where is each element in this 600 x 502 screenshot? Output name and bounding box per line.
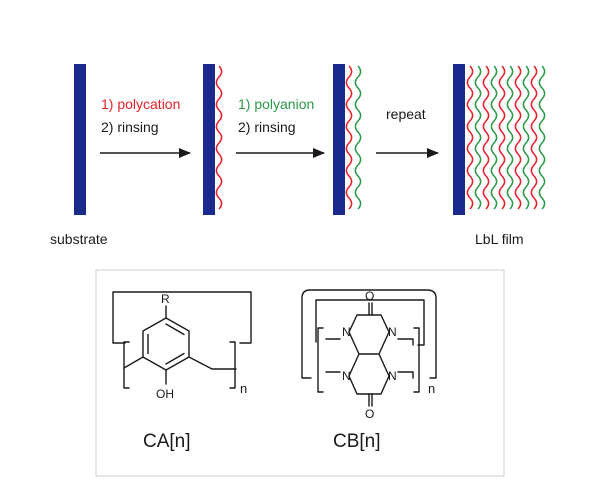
polycation-chain <box>482 65 490 210</box>
calixarene-methylene-left <box>123 356 144 369</box>
step-repeat: repeat <box>376 106 439 158</box>
polycation-chain <box>514 65 522 210</box>
substrate-bar <box>333 64 345 215</box>
cucurbituril-bottom-urea-ring <box>348 375 390 395</box>
structures-panel-frame <box>95 269 505 477</box>
calixarene-benzene-ring <box>142 317 190 371</box>
calixarene-right-bracket <box>229 341 236 389</box>
cucurbituril-left-bracket <box>317 327 324 393</box>
polyanion-chain <box>490 65 498 210</box>
structures-panel: R OH n CA[n] O O N N N <box>95 269 505 477</box>
cucurbituril-right-bracket <box>413 327 420 393</box>
substrate-bar <box>74 64 86 215</box>
cucurbituril-n-bottom-right: N <box>388 369 397 383</box>
polycation-chain <box>215 65 223 210</box>
stage-bare-substrate: substrate <box>50 64 108 247</box>
cucurbituril-n-top-right: N <box>388 325 397 339</box>
stage-polycation-layer <box>203 64 223 215</box>
cucurbituril-inner-loop <box>315 299 425 346</box>
cucurbituril-fused-core <box>348 331 390 377</box>
substrate-bar <box>203 64 215 215</box>
polyanion-chain <box>354 65 362 210</box>
calixarene-name: CA[n] <box>143 431 191 452</box>
calixarene-aromatic-bonds <box>147 323 185 365</box>
polyanion-chain <box>538 65 546 210</box>
cucurbituril-structure <box>301 289 437 407</box>
step-polyanion: 1) polyanion 2) rinsing <box>236 96 325 158</box>
lbl-process: substrate 1) polycation 2) rinsing 1) po… <box>50 64 546 247</box>
calixarene-structure <box>112 291 252 389</box>
polycation-chain <box>530 65 538 210</box>
cucurbituril-top-oxygen: O <box>365 289 374 303</box>
calixarene-methylene-bridge <box>188 356 237 370</box>
cucurbituril-n-bottom-left: N <box>342 369 351 383</box>
step-polycation: 1) polycation 2) rinsing <box>100 96 191 158</box>
cucurbituril-right-methylene <box>397 338 414 379</box>
stage-bilayer <box>333 64 362 215</box>
polyanion-chain <box>474 65 482 210</box>
calixarene-macrocycle-loop <box>112 291 252 344</box>
polyanion-chain <box>506 65 514 210</box>
cucurbituril-left-methylene <box>325 338 341 373</box>
cucurbituril-name: CB[n] <box>333 431 381 452</box>
cucurbituril-top-urea-ring <box>348 314 390 333</box>
polycation-chain <box>466 65 474 210</box>
step2-line1: 1) polyanion <box>238 96 314 112</box>
step1-line2: 2) rinsing <box>101 119 159 135</box>
cucurbituril-n-top-left: N <box>342 325 351 339</box>
substrate-label: substrate <box>50 231 108 247</box>
calixarene-oh-label: OH <box>156 387 174 401</box>
step2-line2: 2) rinsing <box>238 119 296 135</box>
cucurbituril-bottom-oxygen: O <box>365 407 374 421</box>
calixarene-n-subscript: n <box>240 381 247 396</box>
polycation-chain <box>345 65 353 210</box>
repeat-label: repeat <box>386 106 426 122</box>
calixarene-left-bracket <box>123 341 130 389</box>
calixarene-r-label: R <box>161 292 170 306</box>
polycation-chain <box>498 65 506 210</box>
cucurbituril-n-subscript: n <box>428 381 435 396</box>
step1-line1: 1) polycation <box>101 96 180 112</box>
substrate-bar <box>453 64 465 215</box>
polyanion-chain <box>522 65 530 210</box>
cucurbituril-macrocycle-loop <box>301 289 437 379</box>
stage-lbl-film: LbL film <box>453 64 546 247</box>
film-label: LbL film <box>475 231 524 247</box>
